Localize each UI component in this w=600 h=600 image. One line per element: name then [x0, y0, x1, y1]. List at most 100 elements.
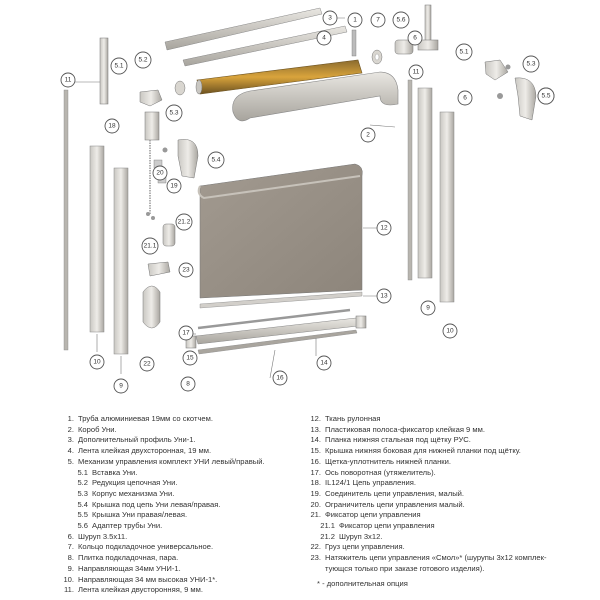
legend-number: 10.	[63, 574, 74, 584]
legend-text: Груз цепи управления.	[325, 542, 405, 552]
callout-23: 23	[178, 262, 194, 278]
callout-label: 5.5	[541, 93, 550, 100]
callout-11: 11	[60, 72, 76, 88]
legend-number: 12.	[310, 414, 321, 423]
legend-text: Труба алюминиевая 19мм со скотчем.	[78, 414, 213, 423]
tube-1	[195, 59, 363, 95]
guide-10-left	[89, 145, 105, 333]
callout-12: 12	[376, 220, 392, 236]
callout-9: 9	[113, 378, 129, 394]
legend-text: Крышка Уни правая/левая.	[92, 510, 188, 520]
adapter-5-6	[394, 39, 414, 55]
callout-circle	[207, 151, 225, 169]
legend-number: 21.1	[320, 521, 335, 531]
legend-item: 4.Лента клейкая двухсторонная, 19 мм.	[58, 446, 308, 457]
legend-number: 22.	[310, 542, 321, 552]
callout-label: 9	[119, 383, 123, 390]
callout-circle	[178, 325, 194, 341]
legend-number: 4.	[67, 446, 74, 456]
callout-circle	[165, 104, 183, 122]
callout-label: 6	[463, 95, 467, 102]
callout-10: 10	[89, 354, 105, 370]
legend-text: Ткань рулонная	[325, 414, 381, 423]
callout-21-1: 21.1	[141, 237, 159, 255]
legend-item: 9.Направляющая 34мм УНИ-1.	[58, 564, 308, 575]
legend-number: 6.	[67, 531, 74, 541]
legend-number: 3.	[67, 435, 74, 445]
callout-label: 19	[170, 183, 178, 190]
legend-text: Крышка нижняя боковая для нижней планки …	[325, 446, 521, 456]
callout-circle	[175, 213, 193, 231]
callout-label: 11	[65, 77, 72, 84]
callout-21-2: 21.2	[175, 213, 193, 231]
callout-label: 8	[186, 381, 190, 388]
callout-5-1: 5.1	[110, 57, 128, 75]
guide-10-right	[439, 111, 455, 303]
legend-item: 19.Соединитель цепи управления, малый.	[305, 489, 575, 500]
legend-item: 18.IL124/1 Цепь управления.	[305, 478, 575, 489]
legend-item: 16.Щетка-уплотнитель нижней планки.	[305, 457, 575, 468]
callout-circle	[272, 370, 288, 386]
legend-text: Крышка под цепь Уни левая/правая.	[92, 499, 221, 509]
callout-circle	[537, 87, 555, 105]
callout-5-1: 5.1	[455, 43, 473, 61]
legend-item: 17.Ось поворотная (утяжелитель).	[305, 468, 575, 479]
legend-item: тующся только при заказе готового издели…	[305, 564, 575, 575]
legend-text: Ограничитель цепи управления малый.	[325, 499, 465, 509]
callout-circle	[420, 300, 436, 316]
guide-9-right	[417, 87, 433, 279]
legend-text: Адаптер трубы Уни.	[92, 521, 163, 531]
legend-number: 20.	[310, 499, 321, 509]
legend-item: 10.Направляющая 34 мм высокая УНИ-1*.	[58, 575, 308, 586]
callout-label: 6	[413, 35, 417, 42]
legend-number: 5.4	[77, 499, 88, 509]
legend-text: Планка нижняя стальная под щётку РУС.	[325, 435, 471, 445]
legend-item: 12. Ткань рулонная	[305, 414, 575, 425]
callout-circle	[60, 72, 76, 88]
callout-label: 21.2	[178, 219, 191, 226]
callout-label: 11	[413, 69, 420, 76]
legend-item: 14. Планка нижняя стальная под щётку РУС.	[305, 435, 575, 446]
legend-text: Шуруп 3х12.	[339, 531, 383, 541]
legend-number: 15.	[310, 446, 321, 456]
callout-13: 13	[376, 288, 392, 304]
legend-text: Щетка-уплотнитель нижней планки.	[325, 456, 451, 466]
legend-item: 3.Дополнительный профиль Уни-1.	[58, 435, 308, 446]
legend-item: 2.Короб Уни.	[58, 425, 308, 436]
callout-circle	[316, 355, 332, 371]
callout-6: 6	[457, 90, 473, 106]
callout-circle	[392, 11, 410, 29]
legend-number: 8.	[67, 553, 74, 563]
callout-circle	[442, 323, 458, 339]
callout-label: 5.3	[169, 110, 178, 117]
legend-number: 2.	[67, 424, 74, 434]
legend-text: Пластиковая полоса-фиксатор клейкая 9 мм…	[325, 424, 485, 434]
mechanism-right	[484, 59, 537, 121]
callout-5-3: 5.3	[165, 104, 183, 122]
legend-number: 5.	[67, 456, 74, 466]
legend-number: 14.	[310, 435, 321, 445]
callout-9: 9	[420, 300, 436, 316]
callout-circle	[347, 12, 363, 28]
legend-text: IL124/1 Цепь управления.	[325, 478, 416, 488]
callout-label: 1	[353, 17, 357, 24]
legend-text: Плитка подкладочная, пара.	[78, 553, 179, 563]
legend-item: 8. Плитка подкладочная, пара.	[58, 553, 308, 564]
callout-8: 8	[180, 376, 196, 392]
legend-item: 5.4 Крышка под цепь Уни левая/правая.	[58, 500, 308, 511]
callout-circle	[152, 165, 168, 181]
legend-number: 5.3	[77, 488, 88, 498]
mechanism-left	[99, 37, 199, 329]
legend-number: 9.	[67, 563, 74, 573]
legend-item: 11.Лента клейкая двусторонняя, 9 мм.	[58, 585, 308, 596]
brush-16	[197, 329, 358, 355]
footnote: * - дополнительная опция	[317, 578, 408, 588]
legend-number: 21.	[310, 510, 321, 520]
callout-18: 18	[104, 118, 120, 134]
legend-text: Корпус механизма Уни.	[92, 488, 175, 498]
callout-20: 20	[152, 165, 168, 181]
